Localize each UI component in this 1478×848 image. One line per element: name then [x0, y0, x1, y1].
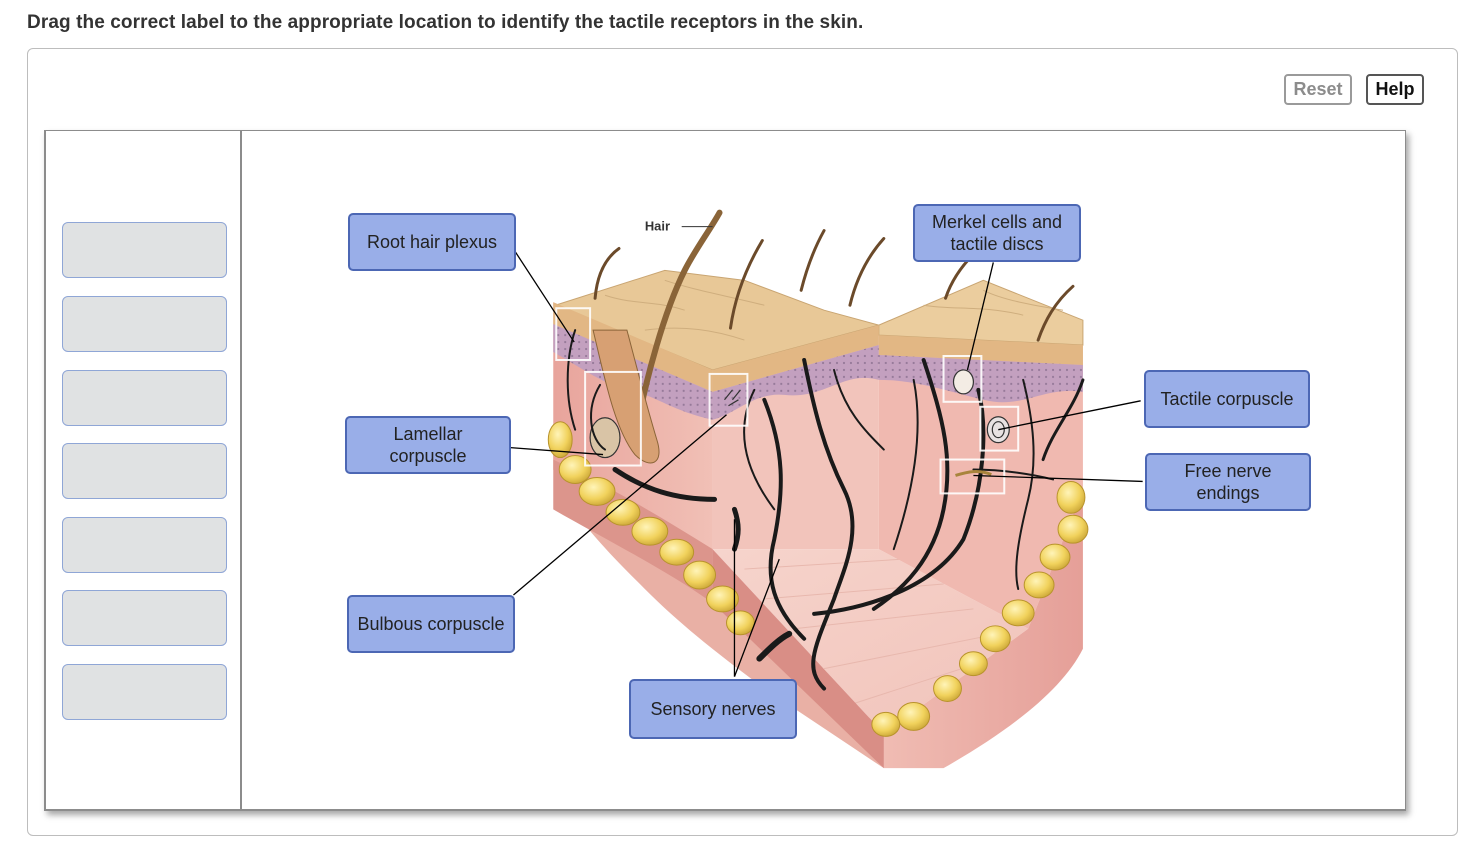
label-root-hair-plexus[interactable]: Root hair plexus	[348, 213, 516, 271]
tray-slot[interactable]	[62, 664, 227, 720]
leader-lines	[510, 250, 1143, 677]
label-sensory-nerves[interactable]: Sensory nerves	[629, 679, 797, 739]
label-lamellar-line2: corpuscle	[389, 446, 467, 466]
target-tactile-corpuscle[interactable]	[979, 405, 1020, 452]
target-lamellar[interactable]	[584, 370, 642, 467]
tray-slot[interactable]	[62, 443, 227, 499]
label-lamellar-corpuscle[interactable]: Lamellar corpuscle	[345, 416, 511, 474]
label-free-nerve-endings[interactable]: Free nerve endings	[1145, 453, 1311, 511]
label-tactile-corpuscle[interactable]: Tactile corpuscle	[1144, 370, 1310, 428]
skin-diagram: Hair	[510, 209, 1143, 769]
fat-layer	[547, 421, 1089, 737]
tray-slot[interactable]	[62, 296, 227, 352]
instruction-text: Drag the correct label to the appropriat…	[27, 12, 864, 33]
tray-slot[interactable]	[62, 370, 227, 426]
tray-slot[interactable]	[62, 517, 227, 573]
label-free-line1: Free nerve	[1184, 461, 1272, 481]
reset-button[interactable]: Reset	[1284, 74, 1352, 105]
label-merkel-line1: Merkel cells and	[931, 212, 1063, 232]
label-merkel-line2: tactile discs	[950, 234, 1044, 254]
label-bulbous-corpuscle[interactable]: Bulbous corpuscle	[347, 595, 515, 653]
label-lamellar-line1: Lamellar	[393, 424, 463, 444]
label-merkel-cells[interactable]: Merkel cells and tactile discs	[913, 204, 1081, 262]
receptor-targets	[555, 307, 1020, 495]
hair-follicle	[589, 329, 660, 464]
target-bulbous[interactable]	[708, 372, 749, 427]
target-root-hair-plexus[interactable]	[555, 307, 592, 361]
label-free-line2: endings	[1196, 483, 1260, 503]
drag-drop-workspace: Hair Root hair plexus Merkel cells and t…	[44, 130, 1406, 811]
tray-slot[interactable]	[62, 590, 227, 646]
label-tray	[46, 131, 242, 809]
help-button[interactable]: Help	[1366, 74, 1424, 105]
sensory-nerve-fibers	[566, 329, 1085, 691]
hair-caption: Hair	[645, 219, 670, 234]
target-merkel[interactable]	[942, 355, 983, 403]
tray-slot[interactable]	[62, 222, 227, 278]
